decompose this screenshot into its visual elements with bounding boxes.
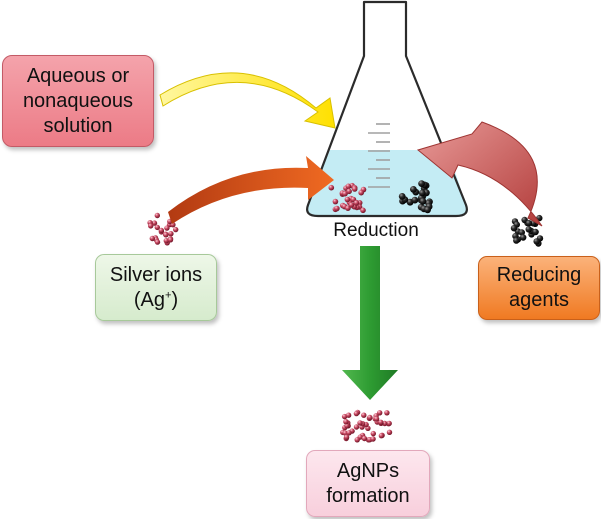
- particle: [378, 433, 385, 439]
- silver-ion-cluster: [147, 210, 179, 246]
- particle: [343, 419, 349, 425]
- flask-graduation-marks: [368, 123, 390, 188]
- particle: [424, 206, 431, 214]
- agnps-cluster: [340, 409, 393, 443]
- particle: [173, 226, 179, 233]
- particle: [360, 207, 366, 214]
- particle: [354, 437, 360, 443]
- particle: [533, 238, 540, 245]
- particle: [411, 196, 419, 204]
- green-arrow: [342, 246, 398, 400]
- particle: [367, 414, 373, 421]
- silver-ions-box: Silver ions (Ag+): [95, 254, 217, 321]
- particle: [378, 419, 384, 425]
- particle: [342, 190, 348, 197]
- particle: [353, 410, 360, 417]
- silver-ions-formula-close: ): [171, 288, 179, 311]
- particle: [344, 196, 351, 203]
- particle: [344, 423, 350, 429]
- particle: [343, 434, 350, 440]
- particle: [167, 237, 174, 243]
- particle: [410, 186, 417, 193]
- particle: [370, 430, 376, 437]
- particle: [334, 205, 340, 212]
- silver-ions-label-line1: Silver ions: [109, 263, 203, 286]
- particle: [357, 420, 363, 426]
- silver-ions-label-line2: (Ag+): [134, 288, 178, 313]
- reduction-label: Reduction: [333, 220, 419, 241]
- particle: [510, 225, 518, 232]
- particle: [151, 220, 158, 226]
- reducing-agents-label-line1: Reducing: [496, 264, 582, 286]
- agnps-formation-box: AgNPs formation: [306, 450, 430, 517]
- flask-silver-cluster: [328, 182, 367, 214]
- particle: [353, 424, 360, 430]
- particle: [358, 189, 365, 196]
- particle: [328, 184, 335, 191]
- particle: [384, 410, 390, 416]
- particle: [346, 430, 352, 436]
- particle: [518, 229, 525, 236]
- solution-box: Aqueous or nonaqueous solution: [2, 55, 154, 147]
- particle: [163, 238, 169, 244]
- particle: [345, 412, 352, 418]
- particle: [525, 226, 532, 233]
- particle: [532, 228, 539, 236]
- particle: [525, 220, 533, 227]
- particle: [158, 227, 164, 234]
- particle: [513, 237, 520, 244]
- particle: [148, 223, 154, 229]
- particle: [361, 412, 367, 418]
- particle: [353, 200, 360, 206]
- solution-label-line3: solution: [43, 114, 113, 137]
- yellow-arrow: [159, 72, 336, 129]
- particle: [370, 436, 376, 442]
- silver-ions-formula: (Ag: [133, 288, 165, 311]
- flask-reducing-cluster: [398, 180, 433, 214]
- particle: [164, 225, 170, 231]
- solution-label-line1: Aqueous or: [26, 64, 130, 87]
- orange-arrow: [168, 156, 334, 224]
- particle: [361, 435, 368, 442]
- red-arrow: [416, 121, 543, 227]
- agnps-label-line1: AgNPs: [336, 459, 400, 482]
- particle: [163, 232, 169, 238]
- particle: [418, 189, 426, 197]
- particle: [345, 183, 352, 190]
- reducing-agent-cluster: [510, 214, 544, 247]
- solution-label-line2: nonaqueous: [22, 89, 134, 112]
- particle: [346, 188, 352, 195]
- particle: [418, 180, 425, 188]
- reducing-agents-box: Reducing agents: [478, 256, 600, 320]
- particle: [386, 429, 393, 435]
- silver-ions-charge: +: [165, 288, 172, 301]
- particle: [419, 197, 427, 205]
- agnps-label-line2: formation: [326, 484, 410, 507]
- particle: [520, 234, 527, 241]
- particle: [348, 202, 355, 208]
- particle: [377, 410, 383, 416]
- particle: [373, 416, 380, 422]
- particle: [386, 420, 392, 427]
- flask-outline: [306, 0, 468, 218]
- particle: [154, 212, 160, 219]
- particle: [398, 193, 406, 200]
- particle: [154, 239, 161, 245]
- reducing-agents-label-line2: agents: [508, 289, 570, 311]
- particle: [149, 235, 155, 242]
- particle: [168, 231, 174, 237]
- particle: [154, 224, 160, 231]
- particle: [351, 186, 358, 192]
- particle: [332, 198, 339, 205]
